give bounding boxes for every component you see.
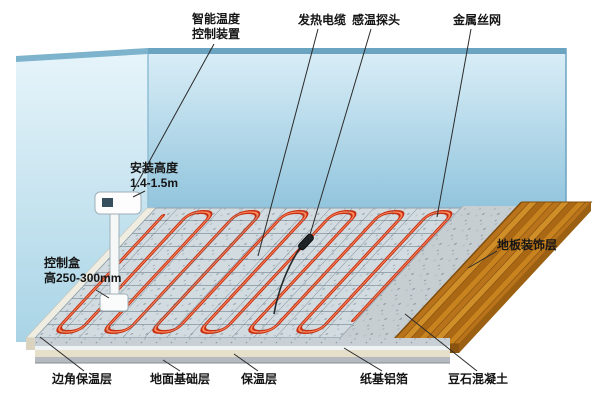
leader-concrete (404, 313, 478, 372)
leader-smart-controller (132, 43, 215, 192)
leader-lines (39, 28, 498, 372)
leader-edge-insulation (39, 336, 85, 372)
floor-slab (25, 201, 593, 345)
wire-mesh-grid (35, 208, 461, 338)
controller-assembly (94, 191, 142, 312)
label-control-box: 控制盒 高250-300mm (44, 256, 121, 286)
left-wall (16, 54, 148, 342)
label-wire-mesh: 金属丝网 (453, 13, 502, 27)
label-insulation: 保温层 (241, 372, 278, 386)
leader-ground-base (162, 359, 181, 372)
label-foil: 纸基铝箔 (360, 372, 409, 386)
probe-wire (273, 247, 301, 315)
label-smart-controller-line1: 智能温度 (191, 12, 240, 26)
edge-insulation-face (26, 338, 35, 350)
label-control-box-line1: 控制盒 (44, 256, 81, 270)
label-smart-controller: 智能温度 控制装置 (176, 12, 256, 42)
leader-control-box (95, 289, 110, 299)
leader-floor-finish (467, 250, 498, 269)
label-pea-gravel-concrete: 豆石混凝土 (448, 372, 509, 386)
band-edge-line (337, 206, 464, 340)
label-install-height-line1: 安装高度 (130, 161, 179, 175)
room-walls (16, 48, 567, 342)
label-edge-insulation: 边角保温层 (52, 372, 113, 386)
layer-concrete-speckle (35, 338, 450, 346)
leader-install-height (132, 190, 146, 198)
label-smart-controller-line2: 控制装置 (191, 27, 240, 41)
temperature-probe (273, 233, 314, 315)
leader-foil (343, 347, 383, 372)
probe-body (298, 233, 314, 251)
back-wall (148, 54, 566, 214)
leader-heating-cable (257, 28, 319, 257)
label-heating-cable: 发热电缆 (298, 13, 347, 27)
label-floor-finish: 地板装饰层 (497, 238, 558, 252)
label-install-height: 安装高度 1.4-1.5m (130, 161, 178, 191)
leader-temp-probe (308, 28, 372, 239)
label-ground-base: 地面基础层 (150, 372, 211, 386)
layer-insulation-face (35, 350, 450, 357)
slab-front-layers (26, 338, 450, 364)
leader-wire-mesh (436, 28, 472, 218)
label-install-height-line2: 1.4-1.5m (130, 176, 179, 190)
label-temp-probe: 感温探头 (352, 13, 401, 27)
leader-insulation (233, 353, 259, 372)
control-box (99, 293, 129, 312)
left-wall-top-edge (16, 48, 148, 63)
wood-right-face (459, 202, 591, 353)
thermostat-display (102, 198, 113, 207)
wall-top-edge (148, 48, 566, 55)
wood-edge-line (388, 202, 523, 344)
thermostat (94, 191, 142, 215)
label-control-box-line2: 高250-300mm (44, 271, 122, 285)
layer-foil-face (35, 346, 450, 350)
pea-gravel-speckle (338, 206, 523, 340)
